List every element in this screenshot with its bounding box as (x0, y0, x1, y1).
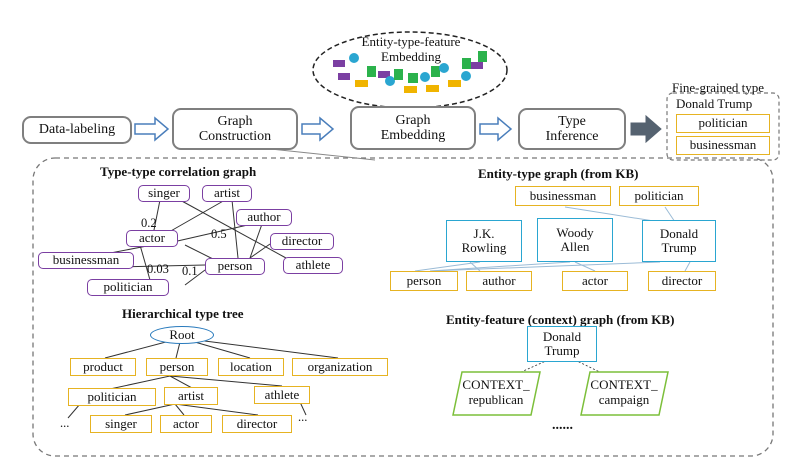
type-inference-label: Type Inference (545, 113, 599, 144)
fine-grained-entity: Donald Trump (676, 96, 753, 111)
et-type-politician: politician (619, 186, 699, 206)
tree-ellipsis-left: ... (60, 416, 70, 430)
et-type-person: person (390, 271, 458, 291)
et-entity-donald-trump-label: Donald Trump (659, 225, 699, 255)
tree-node-location: location (218, 358, 284, 376)
graph-construction-label: Graph Construction (198, 113, 272, 144)
hierarchical-tree-title: Hierarchical type tree (122, 306, 244, 321)
embedding-glyphs (333, 51, 487, 93)
graph-construction-panel (32, 157, 774, 457)
entity-feature-graph-title: Entity-feature (context) graph (from KB) (446, 312, 675, 327)
et-entity-woody-allen: Woody Allen (537, 218, 613, 262)
tt-node-athlete: athlete (283, 257, 343, 274)
graph-embedding-label: Graph Embedding (380, 112, 446, 143)
tree-node-athlete: athlete (254, 386, 310, 404)
ef-context-campaign: CONTEXT_ campaign (590, 377, 658, 407)
tree-root: Root (150, 326, 214, 344)
entity-type-edges (414, 206, 691, 272)
data-labeling-label: Data-labeling (38, 122, 116, 138)
edge-weight-label: 0.2 (141, 216, 157, 230)
et-entity-jk-rowling: J.K. Rowling (446, 220, 522, 262)
tree-node-organization: organization (292, 358, 388, 376)
tree-node-singer: singer (90, 415, 152, 433)
fine-grained-type-businessman: businessman (676, 136, 770, 155)
tt-node-businessman: businessman (38, 252, 134, 269)
tt-node-actor: actor (126, 230, 178, 247)
context-republican-shape (452, 371, 541, 416)
fine-grained-type-politician: politician (676, 114, 770, 133)
ef-more-ellipsis: ...... (552, 418, 573, 433)
pipeline-arrows (134, 116, 513, 142)
et-type-director: director (648, 271, 716, 291)
data-labeling-box: Data-labeling (22, 116, 132, 144)
inference-output-arrow (630, 114, 662, 144)
et-entity-donald-trump: Donald Trump (642, 220, 716, 262)
et-entity-woody-allen-label: Woody Allen (556, 224, 594, 254)
tree-node-person: person (146, 358, 208, 376)
tree-node-artist: artist (164, 387, 218, 405)
et-type-actor: actor (562, 271, 628, 291)
tt-node-director: director (270, 233, 334, 250)
tree-node-director: director (222, 415, 292, 433)
tree-edges (67, 337, 339, 419)
edge-weight-label: 0.1 (182, 264, 198, 278)
tt-node-artist: artist (202, 185, 252, 202)
type-inference-box: Type Inference (518, 108, 626, 150)
tree-ellipsis-right: ... (298, 410, 308, 424)
embedding-title: Entity-type-feature Embedding (361, 34, 461, 64)
fine-grained-title: Fine-grained type (672, 80, 765, 95)
tt-node-singer: singer (138, 185, 190, 202)
edge-weight-label: 0.5 (211, 227, 227, 241)
tree-node-actor: actor (160, 415, 212, 433)
type-type-edges (99, 199, 287, 286)
tt-node-politician: politician (87, 279, 169, 296)
ef-entity-donald-trump-label: Donald Trump (542, 328, 582, 358)
et-type-businessman: businessman (515, 186, 611, 206)
tt-node-person: person (205, 258, 265, 275)
fine-grained-panel (666, 92, 780, 161)
et-type-author: author (466, 271, 532, 291)
tree-node-politician: politician (68, 388, 156, 406)
ef-context-republican: CONTEXT_ republican (462, 377, 530, 407)
embedding-cloud (312, 31, 508, 109)
type-type-graph-title: Type-type correlation graph (100, 164, 257, 179)
entity-type-graph-title: Entity-type graph (from KB) (478, 166, 639, 181)
edge-weight-label: 0.03 (147, 262, 169, 276)
ef-entity-donald-trump: Donald Trump (527, 326, 597, 362)
et-entity-jk-rowling-label: J.K. Rowling (461, 225, 507, 255)
graph-embedding-box: Graph Embedding (350, 106, 476, 150)
tree-node-product: product (70, 358, 136, 376)
context-campaign-shape (580, 371, 669, 416)
graph-construction-box: Graph Construction (172, 108, 298, 150)
tt-node-author: author (236, 209, 292, 226)
